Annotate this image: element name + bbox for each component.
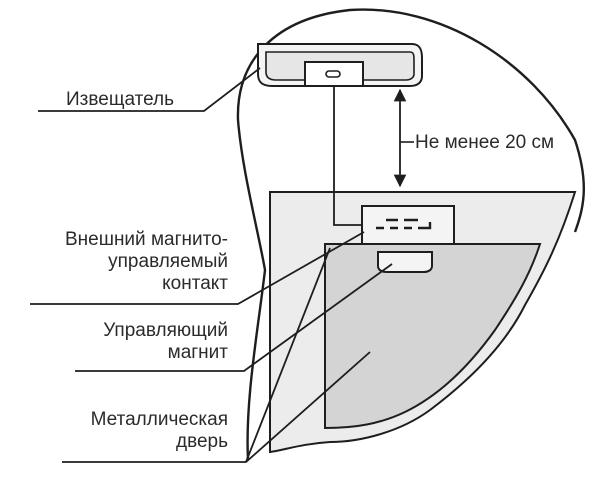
connection-cable: [333, 86, 362, 226]
reed-contact-symbol: [376, 218, 432, 230]
label-reed-contact-line-3: контакт: [162, 273, 228, 294]
label-control-magnet-line-2: магнит: [167, 342, 228, 363]
label-metal-door-line-1: Металлическая: [90, 409, 228, 430]
label-control-magnet-line-1: Управляющий: [103, 320, 228, 341]
label-reed-contact: Внешний магнито- управляемый контакт: [0, 229, 228, 295]
leader-magnet: [75, 263, 393, 372]
leader-detector: [38, 67, 261, 112]
label-reed-contact-line-1: Внешний магнито-: [64, 229, 228, 250]
detector-led: [325, 70, 341, 78]
control-magnet: [377, 251, 433, 273]
label-reed-contact-line-2: управляемый: [108, 251, 228, 272]
label-distance: Не менее 20 см: [415, 132, 555, 153]
label-metal-door-line-2: дверь: [176, 431, 228, 452]
label-control-magnet: Управляющий магнит: [0, 320, 228, 364]
label-metal-door: Металлическая дверь: [0, 409, 228, 453]
reed-contact: [361, 205, 455, 245]
leader-door-b: [245, 247, 331, 463]
label-detector: Извещатель: [66, 89, 175, 110]
metal-door: [324, 243, 542, 430]
leader-contact: [30, 231, 365, 305]
